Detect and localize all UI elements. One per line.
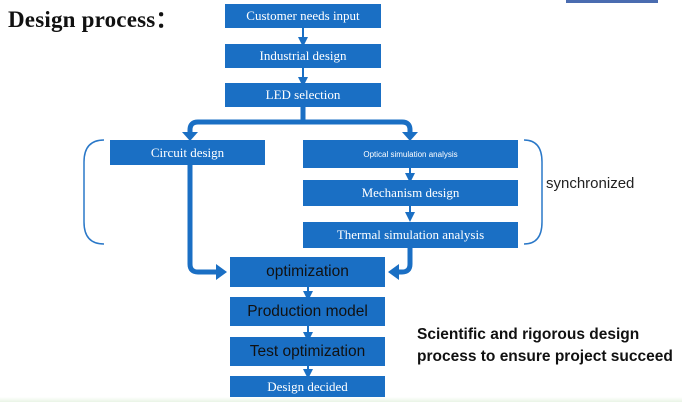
step-mechanism-design: Mechanism design xyxy=(303,180,518,206)
synchronized-label: synchronized xyxy=(546,175,635,192)
right-bracket xyxy=(523,139,543,245)
step-circuit-design: Circuit design xyxy=(110,140,265,165)
connector-thermal-to-optimization xyxy=(397,248,413,275)
connector-led-split xyxy=(187,107,306,134)
left-bracket xyxy=(83,139,105,245)
page-title: Design process： xyxy=(8,7,179,32)
step-industrial-design: Industrial design xyxy=(225,44,381,68)
step-test-optimization: Test optimization xyxy=(230,337,385,366)
step-optical-simulation-analysis: Optical simulation analysis xyxy=(303,140,518,168)
header-accent-bar xyxy=(566,0,658,3)
step-led-selection: LED selection xyxy=(225,83,381,107)
step-thermal-simulation-analysis: Thermal simulation analysis xyxy=(303,222,518,248)
step-design-decided: Design decided xyxy=(230,376,385,398)
summary-note: Scientific and rigorous design process t… xyxy=(417,326,673,365)
step-customer-needs-input: Customer needs input xyxy=(225,4,381,28)
step-production-model: Production model xyxy=(230,297,385,326)
connector-circuit-to-optimization xyxy=(187,165,218,275)
step-optimization: optimization xyxy=(230,257,385,287)
footer-divider xyxy=(0,397,682,402)
